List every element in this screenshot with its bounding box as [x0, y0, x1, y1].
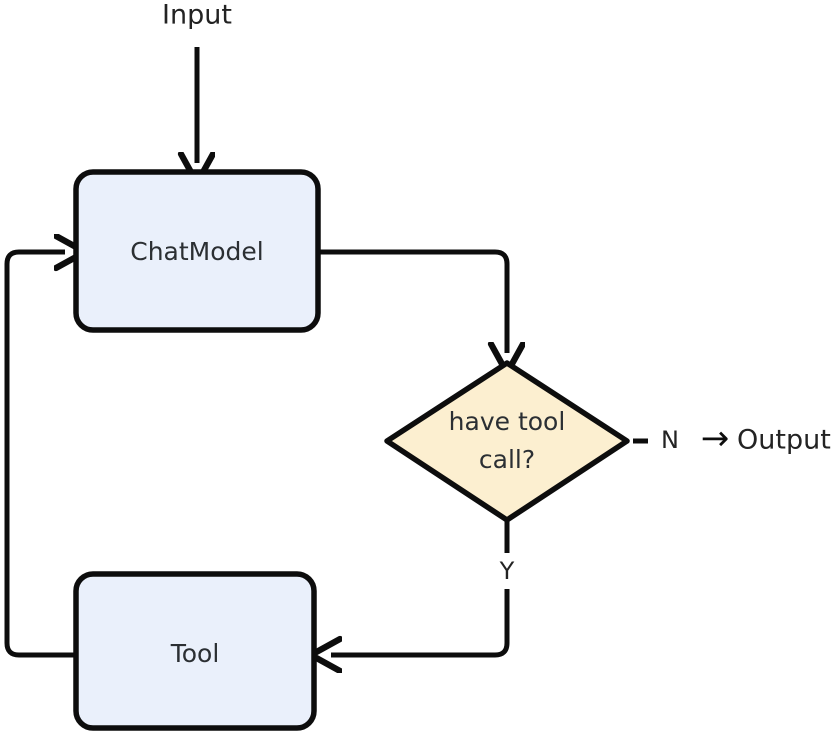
terminal-output-label: Output — [737, 425, 831, 456]
node-decision-shape[interactable] — [384, 360, 630, 523]
node-tool[interactable]: Tool — [73, 571, 317, 731]
edge-tool-to-chatmodel-line — [4, 252, 76, 658]
edge-chatmodel-to-decision — [318, 249, 507, 353]
node-tool-shape[interactable] — [73, 571, 317, 731]
arrow-right-icon: → — [701, 419, 730, 459]
edge-decision-to-tool-lower — [331, 589, 510, 655]
node-chatmodel-label: ChatModel — [130, 237, 263, 266]
terminal-input-label: Input — [162, 0, 232, 31]
edge-tool-to-chatmodel — [4, 252, 76, 658]
node-chatmodel-shape[interactable] — [73, 169, 321, 333]
edge-label-n: N — [661, 426, 679, 454]
node-decision-label-line2: call? — [479, 445, 535, 474]
edge-label-y: Y — [499, 557, 515, 585]
node-chatmodel[interactable]: ChatModel — [73, 169, 321, 333]
node-decision[interactable]: have tool call? — [384, 360, 630, 523]
edge-chatmodel-to-decision-line — [318, 249, 507, 353]
edge-decision-to-tool — [331, 521, 510, 655]
node-tool-label: Tool — [170, 639, 220, 668]
node-decision-label-line1: have tool — [449, 407, 566, 436]
